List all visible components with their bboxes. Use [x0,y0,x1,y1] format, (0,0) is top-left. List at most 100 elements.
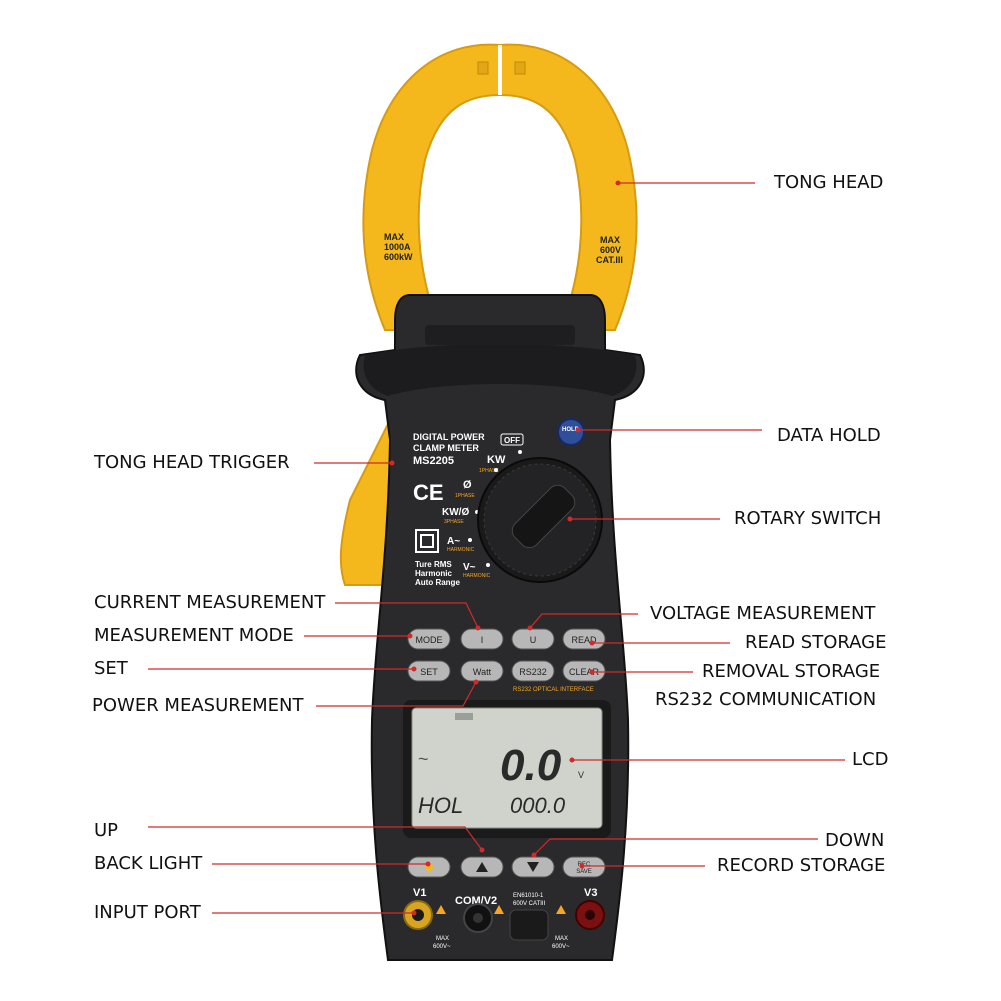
button-read-label: READ [571,635,597,645]
dial-volts: V~ [463,562,476,573]
button-read[interactable]: READ [562,628,606,650]
button-rs232-label: RS232 [519,667,547,677]
brand-line1: DIGITAL POWER [413,432,485,442]
port-v3[interactable] [575,900,605,930]
dial-kwphi: KW/Ø [442,507,469,518]
button-watt[interactable]: Watt [460,660,504,682]
port-com-label: COM/V2 [455,895,497,907]
label-power-measurement: POWER MEASUREMENT [92,695,304,716]
max-left-volts: 600V~ [433,944,451,950]
leader-up [148,826,483,851]
button-backlight[interactable] [407,856,451,878]
hold-button[interactable]: HOLD [557,418,585,446]
hold-button-label: HOLD [562,427,580,433]
button-set[interactable]: SET [407,660,451,682]
label-removal-storage: REMOVAL STORAGE [702,661,881,682]
tong-head: MAX 1000A 600kW MAX 600V CAT.III [362,43,638,331]
leader-lines [148,182,845,914]
button-mode[interactable]: MODE [407,628,451,650]
button-rec-label: REC [578,862,591,868]
label-lcd: LCD [852,749,889,770]
button-set-label: SET [420,667,438,677]
label-rotary-switch: ROTARY SWITCH [734,508,882,529]
dial-kw-sub: 1PHASE [479,468,499,474]
lcd-main-reading: 0.0 [500,741,562,790]
button-rs232[interactable]: RS232 [511,660,555,682]
feature-rms: Ture RMS [415,560,452,569]
port-v1-label: V1 [413,887,426,899]
leader-watt [316,681,477,707]
button-watt-label: Watt [473,667,492,677]
clamp-left-kw: 600kW [384,252,413,262]
button-mode-label: MODE [416,635,443,645]
max-right-volts: 600V~ [552,944,570,950]
standard-line2: 600V CATIII [513,901,546,907]
feature-autorange: Auto Range [415,578,460,587]
label-set: SET [94,658,128,679]
max-right: MAX [555,936,568,942]
label-tong-head-trigger: TONG HEAD TRIGGER [94,452,290,473]
button-clear[interactable]: CLEAR [562,660,606,682]
brand-line2: CLAMP METER [413,443,479,453]
dial-phi: Ø [463,479,472,491]
button-voltage[interactable]: U [511,628,555,650]
clamp-left-amps: 1000A [384,242,411,252]
label-measurement-mode: MEASUREMENT MODE [94,625,294,646]
button-current-label: I [481,635,484,645]
lcd-display: ~ 0.0 V HOL 000.0 [403,700,611,838]
label-data-hold: DATA HOLD [777,425,881,446]
button-clear-label: CLEAR [569,667,600,677]
feature-harmonic: Harmonic [415,569,452,578]
button-down[interactable] [511,856,555,878]
dial-kw: KW [487,454,506,466]
lcd-hold-indicator: HOL [418,793,463,818]
clamp-right-max: MAX [600,235,620,245]
label-rs232-communication: RS232 COMMUNICATION [655,689,877,710]
tong-head-trigger[interactable] [339,409,396,586]
standard-line1: EN61010-1 [513,893,544,899]
label-tong-head: TONG HEAD [774,172,884,193]
warning-icon-left [436,905,446,914]
button-voltage-label: U [530,635,537,645]
dial-phi-sub: 1PHASE [455,493,475,499]
label-current-measurement: CURRENT MEASUREMENT [94,592,326,613]
dial-amps-sub: HARMONIC [447,547,475,553]
rotary-switch[interactable] [477,457,603,583]
label-up: UP [94,820,119,841]
clamp-right-volts: 600V [600,245,621,255]
label-read-storage: READ STORAGE [745,632,887,653]
label-down: DOWN [825,830,885,851]
leader-dots [389,180,621,916]
triangle-up-icon [476,862,488,872]
ce-mark: CE [413,480,444,505]
dial-volts-sub: HARMONIC [463,573,491,579]
model-number: MS2205 [413,455,454,467]
dial-off: OFF [504,436,520,445]
double-insulation-icon [415,529,439,553]
leader-voltage [529,613,638,629]
button-current[interactable]: I [460,628,504,650]
button-up[interactable] [460,856,504,878]
warning-icon-right [556,905,566,914]
triangle-down-icon [527,862,539,872]
clamp-left-max: MAX [384,232,404,242]
warning-icon-mid [494,905,504,914]
optical-interface-label: RS232 OPTICAL INTERFACE [513,687,594,693]
leader-current [335,602,479,629]
port-v3-label: V3 [584,887,597,899]
lcd-unit: V [578,770,584,780]
button-save-label: SAVE [576,869,592,875]
port-com[interactable] [463,903,493,933]
lcd-sub-reading: 000.0 [510,793,566,818]
clamp-right-cat: CAT.III [596,255,623,265]
max-left: MAX [436,936,449,942]
label-voltage-measurement: VOLTAGE MEASUREMENT [650,603,876,624]
lcd-ac-symbol: ~ [418,749,429,769]
port-v1[interactable] [403,900,433,930]
label-input-port: INPUT PORT [94,902,201,923]
dial-kwphi-sub: 3PHASE [444,519,464,525]
label-record-storage: RECORD STORAGE [717,855,886,876]
leader-down [533,838,818,856]
label-back-light: BACK LIGHT [94,853,203,874]
